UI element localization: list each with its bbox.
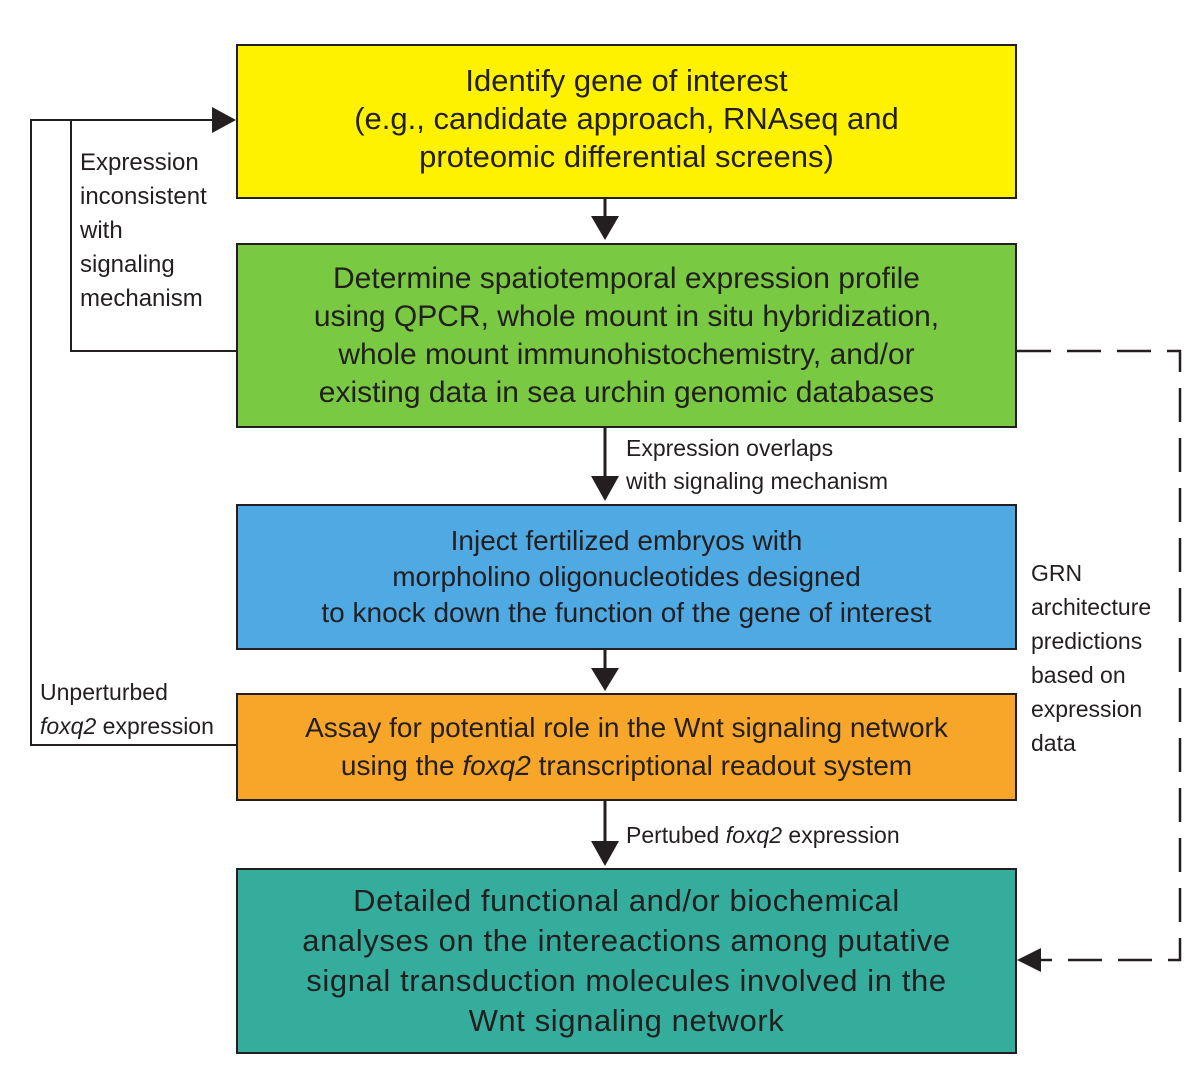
label-perturbed-pre: Pertubed bbox=[626, 822, 726, 848]
label-expr-inc-line5: mechanism bbox=[80, 285, 203, 312]
label-expr-ovl-line2: with signaling mechanism bbox=[626, 468, 889, 494]
label-grn-line4: based on bbox=[1031, 662, 1126, 688]
label-grn-predictions: GRN architecture predictions based on ex… bbox=[1031, 556, 1151, 760]
label-grn-line2: architecture bbox=[1031, 594, 1152, 620]
label-grn-line3: predictions bbox=[1031, 628, 1143, 654]
label-perturbed: Pertubed foxq2 expression bbox=[626, 818, 900, 852]
box1-line1: Identify gene of interest bbox=[465, 62, 788, 98]
label-unperturbed-line1: Unperturbed bbox=[40, 679, 168, 705]
box2-line3: whole mount immunohistochemistry, and/or bbox=[338, 337, 915, 371]
detailed-analyses-box: Detailed functional and/or biochemical a… bbox=[236, 868, 1017, 1054]
inject-embryos-box: Inject fertilized embryos with morpholin… bbox=[236, 504, 1017, 650]
box5-line4: Wnt signaling network bbox=[468, 1003, 785, 1038]
label-expr-inc-line4: signaling bbox=[80, 251, 175, 278]
expression-profile-box: Determine spatiotemporal expression prof… bbox=[236, 243, 1017, 428]
label-expr-inc-line3: with bbox=[80, 217, 123, 244]
identify-gene-box: Identify gene of interest (e.g., candida… bbox=[236, 44, 1017, 199]
label-grn-line6: data bbox=[1031, 730, 1076, 756]
arrow-box3-to-box4 bbox=[591, 650, 619, 691]
box4-line2-pre: using the bbox=[340, 750, 463, 781]
box1-line2: (e.g., candidate approach, RNAseq and bbox=[354, 100, 899, 136]
label-expr-inc-line1: Expression bbox=[80, 149, 199, 176]
label-unperturbed-gene: foxq2 bbox=[40, 713, 97, 739]
box3-line2: morpholino oligonucleotides designed bbox=[392, 561, 861, 592]
label-perturbed-post: expression bbox=[782, 822, 900, 848]
box2-line4: existing data in sea urchin genomic data… bbox=[318, 375, 935, 409]
label-unperturbed-line2: foxq2 expression bbox=[40, 709, 214, 743]
box5-line1: Detailed functional and/or biochemical bbox=[353, 883, 900, 918]
label-expr-ovl-line1: Expression overlaps bbox=[626, 435, 834, 461]
box4-line1: Assay for potential role in the Wnt sign… bbox=[305, 712, 948, 743]
box2-line2: using QPCR, whole mount in situ hybridiz… bbox=[313, 299, 940, 333]
label-unperturbed-post: expression bbox=[96, 713, 214, 739]
arrow-box2-to-box3 bbox=[591, 428, 619, 501]
box3-line3: to knock down the function of the gene o… bbox=[321, 597, 932, 628]
box4-line2: using the foxq2 transcriptional readout … bbox=[341, 747, 912, 785]
label-perturbed-gene: foxq2 bbox=[725, 822, 783, 848]
box5-line2: analyses on the intereactions among puta… bbox=[302, 923, 951, 958]
assay-box: Assay for potential role in the Wnt sign… bbox=[236, 693, 1017, 801]
label-expr-inc-line2: inconsistent bbox=[80, 183, 207, 210]
box3-line1: Inject fertilized embryos with bbox=[450, 525, 803, 556]
box2-line1: Determine spatiotemporal expression prof… bbox=[333, 261, 920, 295]
arrow-box1-to-box2 bbox=[591, 199, 619, 240]
box4-gene-name: foxq2 bbox=[462, 750, 531, 781]
box5-line3: signal transduction molecules involved i… bbox=[306, 963, 947, 998]
label-grn-line5: expression bbox=[1031, 696, 1143, 722]
label-grn-line1: GRN bbox=[1031, 560, 1083, 586]
box4-line2-post: transcriptional readout system bbox=[530, 750, 913, 781]
dashed-grn-path bbox=[1017, 349, 1182, 972]
arrow-box4-to-box5 bbox=[591, 801, 619, 866]
label-expression-inconsistent: Expression inconsistent with signaling m… bbox=[80, 146, 207, 316]
feedback-unperturbed bbox=[30, 107, 236, 746]
box1-line3: proteomic differential screens) bbox=[419, 138, 834, 174]
label-unperturbed: Unperturbed foxq2 expression bbox=[40, 675, 214, 743]
label-expression-overlaps: Expression overlaps with signaling mecha… bbox=[626, 432, 888, 498]
